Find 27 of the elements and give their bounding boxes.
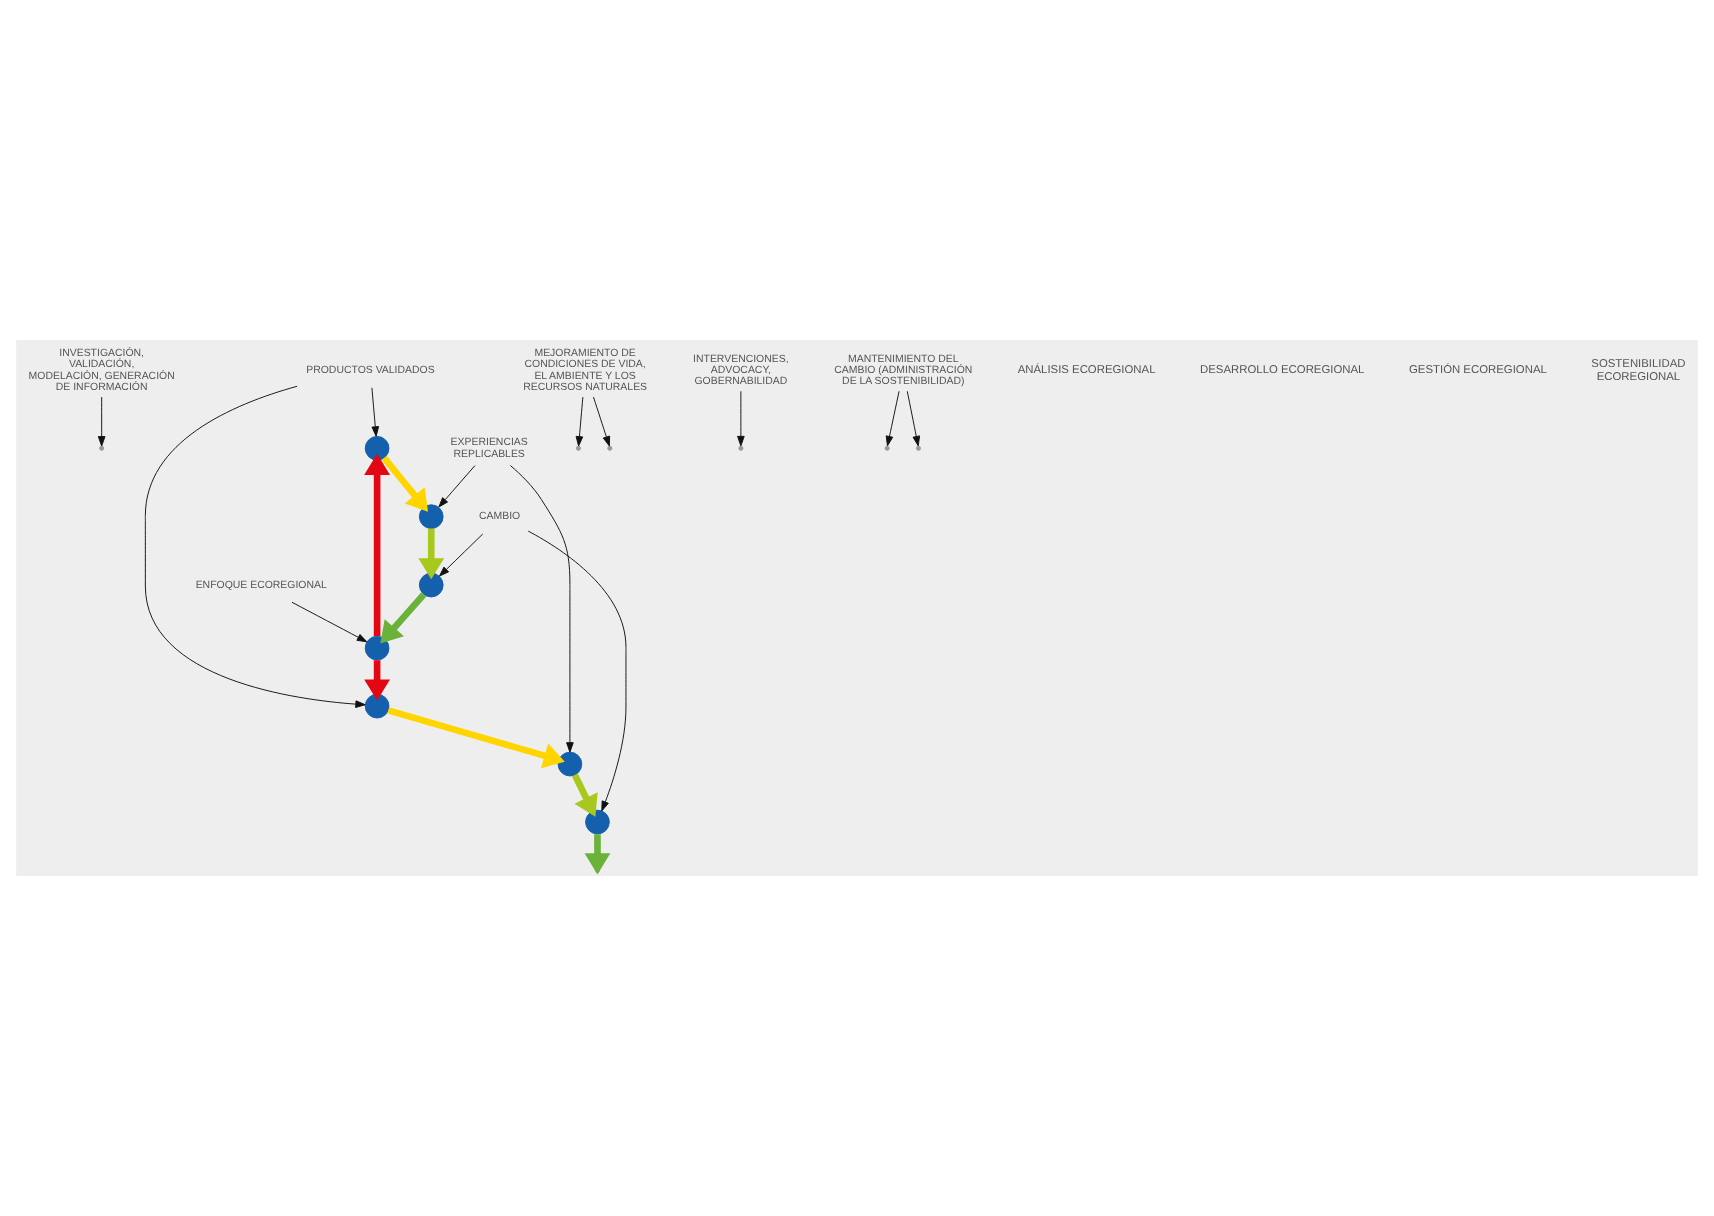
node-circle [364,435,390,461]
node-circle [585,809,610,835]
node-circle [364,635,390,661]
arrow [97,396,106,447]
node-circle [418,504,444,529]
node-circle [364,693,390,719]
arrow [371,387,380,437]
node-circle [557,751,583,777]
arrow [144,385,366,708]
node-circle [418,572,444,598]
arrow [380,592,427,644]
arrow [418,528,445,580]
arrow [381,455,428,512]
arrow [387,707,565,769]
arrow [885,390,900,447]
arrow [438,465,476,508]
arrow [906,390,921,447]
arrow [527,530,627,812]
arrow [737,390,745,447]
arrow [571,773,598,817]
arrow [509,465,574,753]
arrow [364,660,391,701]
arrow [364,453,391,637]
arrow [575,396,584,447]
arrow [439,533,484,577]
arrow [291,601,368,643]
arrow [593,396,611,447]
